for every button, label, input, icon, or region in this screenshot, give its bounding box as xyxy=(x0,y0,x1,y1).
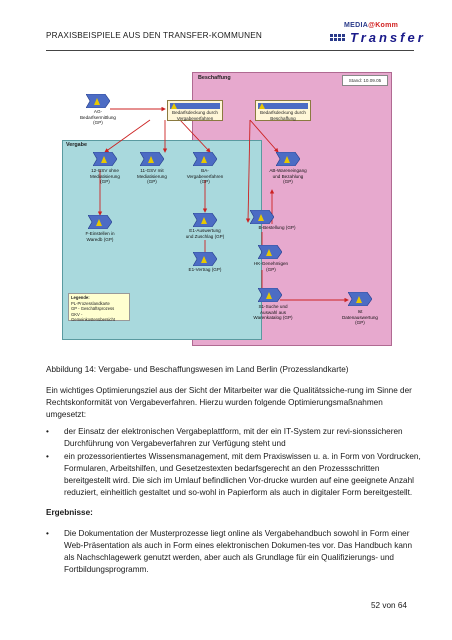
process-chevron-icon xyxy=(250,210,274,224)
ergebnisse-heading: Ergebnisse: xyxy=(46,508,93,517)
process-chevron-icon xyxy=(258,245,282,259)
stand-label: Stand: 10.09.05 xyxy=(342,75,388,86)
process-chevron-icon xyxy=(93,152,117,166)
box-label: Bedarfsdeckung durch Vergabeverfahren xyxy=(172,110,218,121)
label-b-bestellung: B-Bestellung (GP) xyxy=(258,225,296,230)
warning-triangle-icon xyxy=(171,103,177,109)
legend-title: Legende: xyxy=(71,295,90,300)
process-bar-icon xyxy=(170,103,220,109)
process-chevron-icon xyxy=(193,152,217,166)
process-arrows xyxy=(97,106,349,303)
label-s1-suche: S1-Suche und Auswahl aus Warenkatalog (G… xyxy=(253,304,293,321)
node-e1-vertrag xyxy=(193,252,217,266)
figure-legend: Legende: PL-Prozesslandkarte GP - Geschä… xyxy=(68,293,130,323)
process-chevron-icon xyxy=(88,215,112,229)
box-bedarfsdeckung-vergabe: Bedarfsdeckung durch Vergabeverfahren xyxy=(167,100,223,121)
warning-triangle-icon xyxy=(259,103,265,109)
process-chevron-icon xyxy=(86,94,110,108)
vergabe-label: Vergabe xyxy=(66,142,87,148)
node-ist-datenauswertung xyxy=(348,292,372,306)
label-ist-datenauswertung: Ist Datenauswertung (GP) xyxy=(341,309,378,326)
logo-bottom-text: Transfer xyxy=(350,30,426,45)
node-f-einstellen xyxy=(88,215,112,229)
list-item-text: Die Dokumentation der Musterprozesse lie… xyxy=(64,529,412,574)
process-chevron-icon xyxy=(193,213,217,227)
node-hk-genehmigen xyxy=(258,245,282,259)
page-number: 52 von 64 xyxy=(371,601,407,610)
label-gg-rsv: 12-GSV ohne Mediatisierung (GP) xyxy=(90,168,120,185)
header-rule xyxy=(46,50,414,51)
bullet-icon: • xyxy=(46,529,49,538)
node-b-bestellung xyxy=(250,210,274,224)
list-item-text: ein prozessorientiertes Wissensmanagemen… xyxy=(64,452,421,497)
box-label: Bedarfsdeckung durch Beschaffung xyxy=(260,110,306,121)
node-e1-auswertung xyxy=(193,213,217,227)
intro-paragraph: Ein wichtiges Optimierungsziel aus der S… xyxy=(46,386,412,419)
process-chevron-icon xyxy=(140,152,164,166)
label-ba-verfahren: BA- Vergabeverfahren (GP) xyxy=(186,168,224,185)
bullet-icon: • xyxy=(46,452,49,461)
node-ks-gsv xyxy=(140,152,164,166)
bullet-icon: • xyxy=(46,427,49,436)
label-ks-gsv: 11-GSV mit Mediatisierung (GP) xyxy=(137,168,167,185)
figure-caption: Abbildung 14: Vergabe- und Beschaffungsw… xyxy=(46,365,349,374)
node-ba-verfahren xyxy=(193,152,217,166)
logo-dots-icon xyxy=(330,34,345,41)
list-item-text: der Einsatz der elektronischen Vergabepl… xyxy=(64,427,403,448)
process-chevron-icon xyxy=(276,152,300,166)
label-f-einstellen: F-Einstellen in Waredb (GP) xyxy=(85,231,115,242)
legend-line: GP - Geschäftsprozess xyxy=(71,306,115,312)
legend-line: PL-Prozesslandkarte xyxy=(71,300,110,306)
node-s1-suche xyxy=(258,288,282,302)
box-bedarfsdeckung-beschaffung: Bedarfsdeckung durch Beschaffung xyxy=(255,100,311,121)
process-chevron-icon xyxy=(193,252,217,266)
process-chevron-icon xyxy=(258,288,282,302)
label-ag-bedarf: AG- Bedarfsermittlung (GP) xyxy=(79,109,116,126)
beschaffung-label: Beschaffung xyxy=(198,75,231,81)
node-gg-rsv xyxy=(93,152,117,166)
label-hk-genehmigen: HK-Genehmigen (GP) xyxy=(253,261,289,272)
label-e1-vertrag: E1-Vertrag (GP) xyxy=(188,267,222,272)
node-ab-wareneingang xyxy=(276,152,300,166)
legend-line: GKV - Gemeinkostenübersicht xyxy=(71,311,115,323)
node-ag-bedarf xyxy=(86,94,110,108)
header-title: PRAXISBEISPIELE AUS DEN TRANSFER-KOMMUNE… xyxy=(46,31,262,40)
label-ab-wareneingang: AB-Wareneingang und Bezahlung (GP) xyxy=(269,168,307,185)
media-komm-transfer-logo: MEDIA@Komm Transfer xyxy=(330,22,423,48)
logo-top-text: MEDIA@Komm xyxy=(344,22,399,29)
process-chevron-icon xyxy=(348,292,372,306)
label-e1-auswertung: E1-Auswertung und Zuschlag (GP) xyxy=(185,228,225,239)
process-bar-icon xyxy=(258,103,308,109)
